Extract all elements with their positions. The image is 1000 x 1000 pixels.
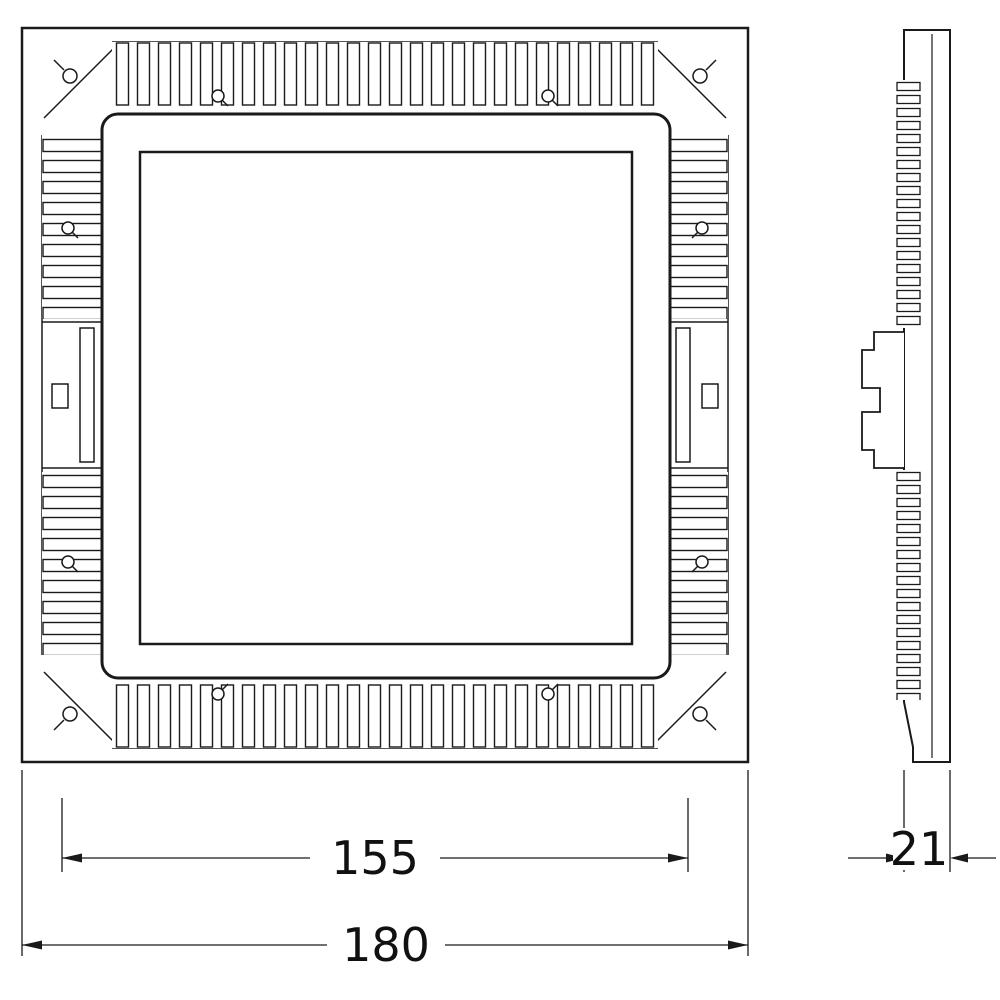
screw-hole-bottom-2 bbox=[541, 687, 555, 701]
arrow-21-right bbox=[950, 853, 968, 863]
label-bg-155 bbox=[310, 833, 440, 883]
light-window bbox=[138, 150, 634, 646]
label-bg-180 bbox=[327, 920, 445, 970]
dimensions: 155 180 21 bbox=[21, 770, 996, 972]
dimension-depth bbox=[848, 770, 996, 872]
dim-21-label: 21 bbox=[890, 822, 949, 876]
screw-hole-left-1 bbox=[61, 221, 75, 235]
dim-180-label: 180 bbox=[342, 918, 430, 972]
corner-hole-bottom-left bbox=[62, 706, 78, 722]
corner-chamfer-bottom-left bbox=[43, 671, 119, 747]
corner-hole-top-right bbox=[692, 68, 708, 84]
arrow-155-right bbox=[668, 853, 688, 863]
arrow-180-left bbox=[22, 940, 42, 950]
arrow-155-left bbox=[62, 853, 82, 863]
corner-hole-top-left bbox=[62, 68, 78, 84]
screw-hole-right-2 bbox=[695, 555, 709, 569]
corner-hole-tail-top-right bbox=[705, 59, 717, 71]
corner-hole-bottom-right bbox=[692, 706, 708, 722]
clip-left-tab bbox=[51, 383, 69, 409]
clip-left-bar bbox=[79, 327, 95, 463]
screw-hole-top-2 bbox=[541, 89, 555, 103]
arrow-180-right bbox=[728, 940, 748, 950]
side-fins-upper bbox=[896, 80, 922, 328]
corner-chamfer-top-right bbox=[651, 43, 727, 119]
side-view bbox=[861, 29, 951, 763]
side-mounting-clip bbox=[861, 331, 904, 469]
screw-hole-tail-bottom-2 bbox=[551, 683, 559, 691]
screw-hole-left-2 bbox=[61, 555, 75, 569]
screw-hole-top-1 bbox=[211, 89, 225, 103]
corner-chamfer-top-left bbox=[43, 43, 119, 119]
corner-chamfer-bottom-right bbox=[651, 671, 727, 747]
side-fins-lower bbox=[896, 470, 922, 700]
screw-hole-tail-left-2 bbox=[71, 565, 79, 573]
screw-hole-tail-bottom-1 bbox=[221, 683, 229, 691]
heatsink-fins-top bbox=[112, 42, 658, 106]
front-view bbox=[20, 26, 750, 764]
mounting-clip-right bbox=[666, 321, 728, 469]
screw-hole-tail-top-2 bbox=[551, 99, 559, 107]
screw-hole-bottom-1 bbox=[211, 687, 225, 701]
label-bg-21 bbox=[893, 828, 945, 870]
screw-hole-tail-right-2 bbox=[691, 565, 699, 573]
corner-hole-tail-bottom-right bbox=[705, 719, 717, 731]
corner-hole-tail-bottom-left bbox=[53, 719, 65, 731]
mounting-clip-left bbox=[42, 321, 104, 469]
dim-155-label: 155 bbox=[331, 831, 419, 885]
clip-right-bar bbox=[675, 327, 691, 463]
heatsink-fins-bottom bbox=[112, 684, 658, 748]
screw-hole-tail-right-1 bbox=[691, 231, 699, 239]
screw-hole-tail-top-1 bbox=[221, 99, 229, 107]
clip-right-tab bbox=[701, 383, 719, 409]
screw-hole-right-1 bbox=[695, 221, 709, 235]
screw-hole-tail-left-1 bbox=[71, 231, 79, 239]
corner-hole-tail-top-left bbox=[53, 59, 65, 71]
